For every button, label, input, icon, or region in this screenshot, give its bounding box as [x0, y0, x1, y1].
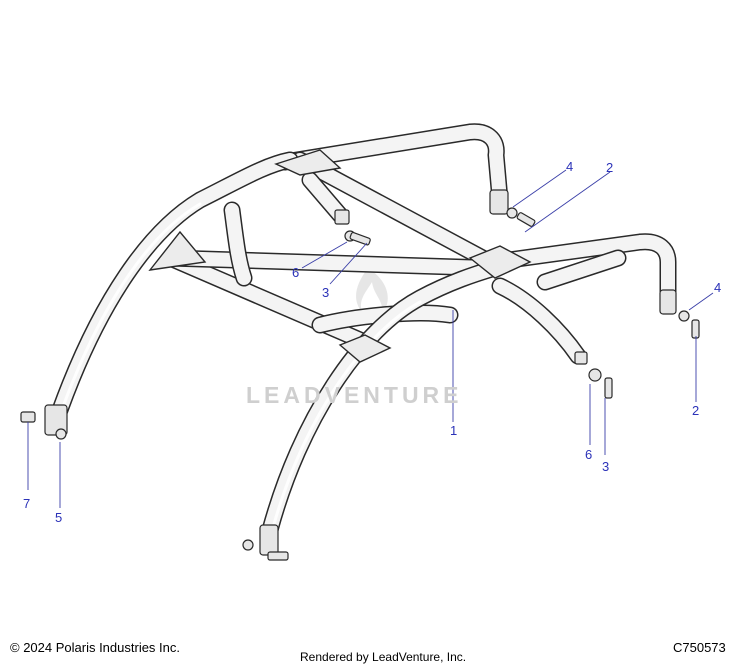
- rendered-by-text: Rendered by LeadVenture, Inc.: [300, 650, 467, 664]
- part-code: C750573: [673, 640, 726, 655]
- callout-6-left: 6: [292, 265, 300, 280]
- gusset-plates: [148, 149, 532, 363]
- main-hoop-tubes: [51, 151, 587, 539]
- callout-3-right: 3: [602, 459, 610, 474]
- callout-2-lower: 2: [692, 403, 700, 418]
- watermark-flame-icon: [356, 268, 388, 314]
- callout-leaders: [27, 169, 714, 508]
- mounting-feet: [44, 189, 677, 556]
- rear-frame-tubes: [276, 123, 677, 309]
- callout-4-right: 4: [714, 280, 722, 295]
- callout-1: 1: [450, 423, 458, 438]
- callout-7: 7: [23, 496, 31, 511]
- watermark-text: LEADVENTURE: [246, 382, 463, 408]
- fasteners: [20, 207, 700, 561]
- callout-5: 5: [55, 510, 63, 525]
- callout-4-upper: 4: [566, 159, 574, 174]
- callout-3-left: 3: [322, 285, 330, 300]
- callout-2-upper: 2: [606, 160, 614, 175]
- callout-6-right: 6: [585, 447, 593, 462]
- copyright-text: © 2024 Polaris Industries Inc.: [10, 640, 180, 655]
